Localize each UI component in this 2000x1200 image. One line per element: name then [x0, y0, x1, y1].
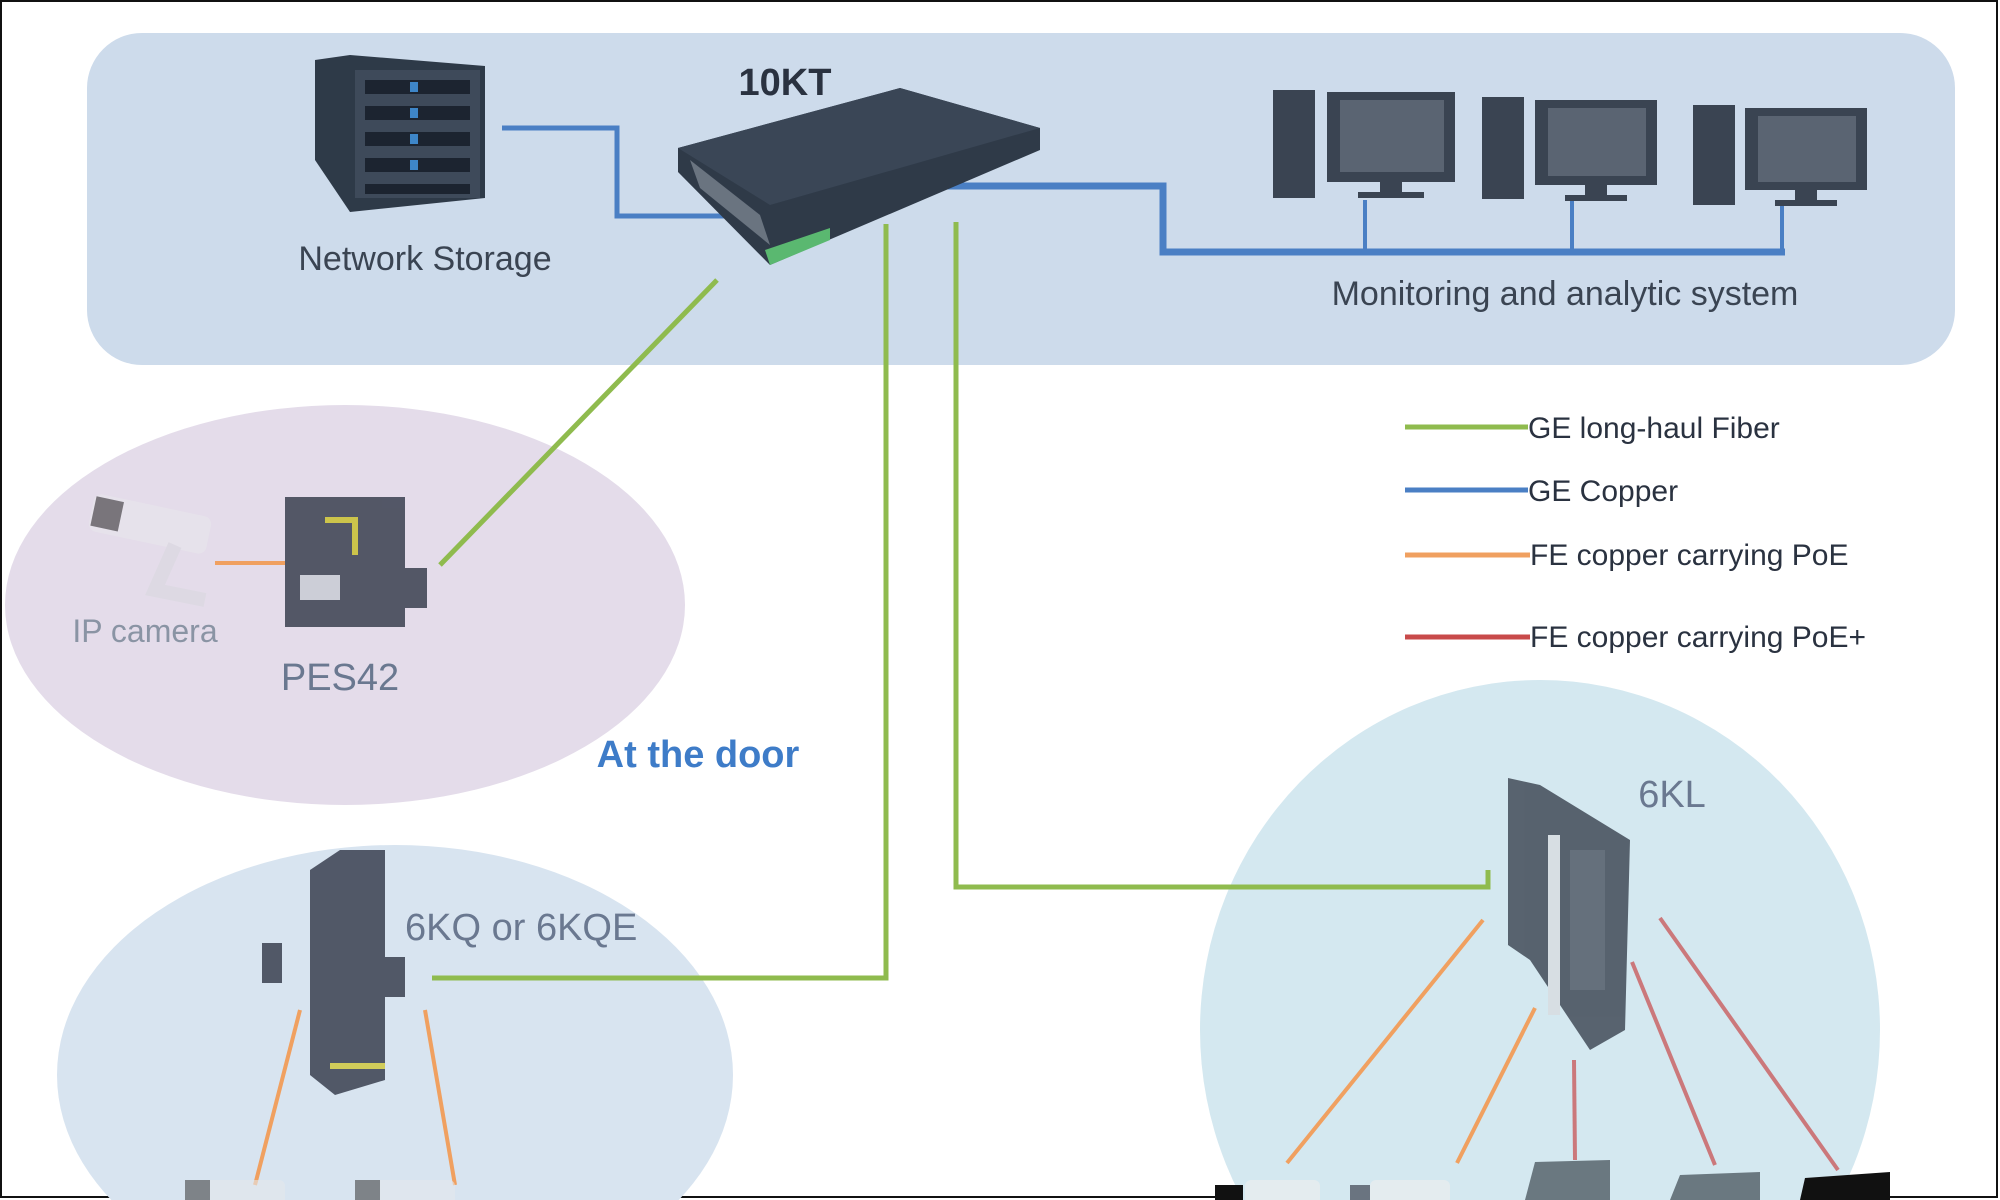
link-switch-pes42: [438, 278, 719, 567]
camera-icon: [185, 1180, 455, 1200]
ip-camera-icon: [88, 494, 212, 607]
left-zone: [57, 845, 733, 1200]
link-6kl-poeplus-1: [1572, 1059, 1577, 1161]
link-6kq-camera-2: [423, 1009, 457, 1186]
network-storage-icon: [315, 55, 485, 212]
legend-label-fiber: GE long-haul Fiber: [1528, 412, 1780, 445]
6kq-switch-icon: [262, 850, 405, 1095]
network-storage-label: Network Storage: [298, 240, 551, 278]
6kl-switch-icon: [1508, 778, 1630, 1050]
ip-camera-label: IP camera: [72, 613, 217, 649]
6kq-switch-label: 6KQ or 6KQE: [405, 907, 637, 949]
core-switch-icon: [678, 88, 1040, 265]
monitoring-label: Monitoring and analytic system: [1332, 275, 1799, 313]
link-6kl-poeplus-3: [1658, 916, 1840, 1172]
link-switch-6kq: [432, 224, 889, 981]
pes42-icon: [285, 497, 427, 627]
pes42-label: PES42: [281, 657, 399, 699]
legend: GE long-haul Fiber GE Copper FE copper c…: [1405, 412, 1866, 654]
link-6kl-poe-1: [1285, 918, 1485, 1165]
link-switch-monitoring: [925, 182, 1785, 256]
monitor-workstation-icon: [1273, 90, 1867, 206]
poe-camera-icons: [1215, 1160, 1890, 1200]
link-6kq-camera-1: [253, 1009, 302, 1186]
6kl-switch-label: 6KL: [1638, 774, 1706, 816]
legend-label-poe-plus: FE copper carrying PoE+: [1530, 621, 1866, 654]
core-switch-label: 10KT: [739, 62, 832, 104]
link-switch-6kl: [953, 222, 1491, 890]
link-storage-switch: [502, 125, 740, 219]
legend-label-poe: FE copper carrying PoE: [1530, 539, 1848, 572]
door-zone-label: At the door: [597, 734, 800, 776]
legend-label-copper: GE Copper: [1528, 475, 1678, 508]
link-6kl-poe-2: [1455, 1007, 1537, 1164]
link-6kl-poeplus-2: [1630, 961, 1717, 1166]
